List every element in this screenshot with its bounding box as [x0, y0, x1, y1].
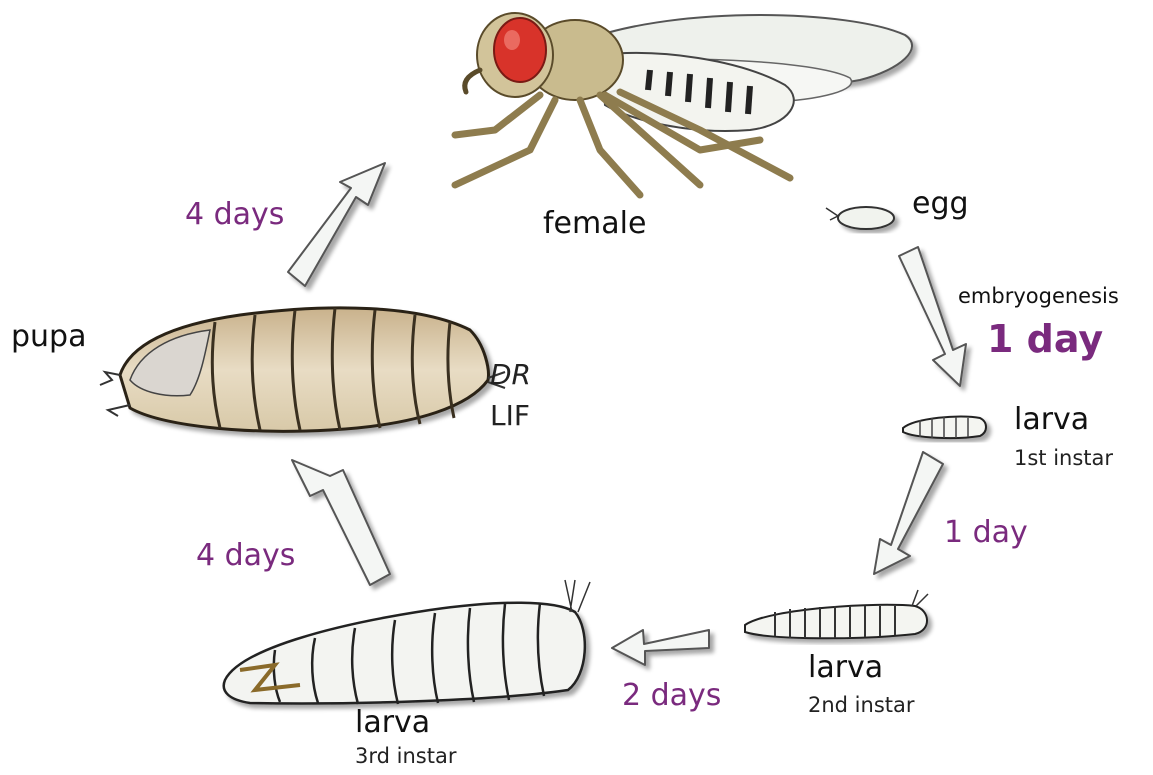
duration-larva2-to-larva3: 2 days [622, 681, 721, 711]
pupa-illustration [100, 308, 505, 431]
arrow-egg-to-larva1 [899, 247, 966, 386]
abdomen-stripe [688, 74, 690, 102]
arrow-larva1-to-larva2 [874, 452, 943, 574]
larva2-instar-label: 2nd instar [808, 695, 915, 716]
abdomen-stripe [728, 82, 730, 112]
larva-2nd-instar-illustration [745, 590, 928, 638]
abdomen-stripe [748, 86, 750, 114]
embryogenesis-label: embryogenesis [958, 286, 1119, 307]
fly-leg [455, 95, 540, 135]
pupa-label: pupa [11, 322, 86, 352]
pupa-annotation-dr: DR [490, 361, 531, 389]
larva-1st-instar-illustration [903, 416, 986, 438]
larva1-label: larva [1014, 405, 1089, 435]
abdomen-stripe [708, 78, 710, 108]
larva3-instar-label: 3rd instar [355, 746, 456, 767]
fly-eye-highlight [504, 30, 520, 50]
egg-illustration [826, 207, 894, 229]
fly-antenna [465, 70, 480, 92]
duration-egg-to-larva1: 1 day [987, 320, 1103, 358]
duration-larva3-to-pupa: 4 days [196, 541, 295, 571]
fly-eye [494, 18, 546, 82]
female-fly-illustration [455, 13, 912, 195]
duration-larva1-to-larva2: 1 day [944, 518, 1028, 548]
abdomen-stripe [648, 70, 650, 90]
abdomen-stripe [668, 72, 670, 96]
larva3-label: larva [355, 708, 430, 738]
arrow-larva2-to-larva3 [612, 630, 709, 665]
pupa-annotation-lif: LIF [490, 402, 530, 430]
larva2-label: larva [808, 653, 883, 683]
egg-label: egg [912, 189, 969, 219]
arrow-pupa-to-adult [288, 163, 385, 286]
fly-leg [455, 100, 555, 185]
larva1-instar-label: 1st instar [1014, 448, 1113, 469]
larva-3rd-instar-illustration [224, 580, 590, 704]
duration-pupa-to-adult: 4 days [185, 200, 284, 230]
arrow-larva3-to-pupa [292, 460, 390, 585]
female-label: female [543, 209, 646, 239]
